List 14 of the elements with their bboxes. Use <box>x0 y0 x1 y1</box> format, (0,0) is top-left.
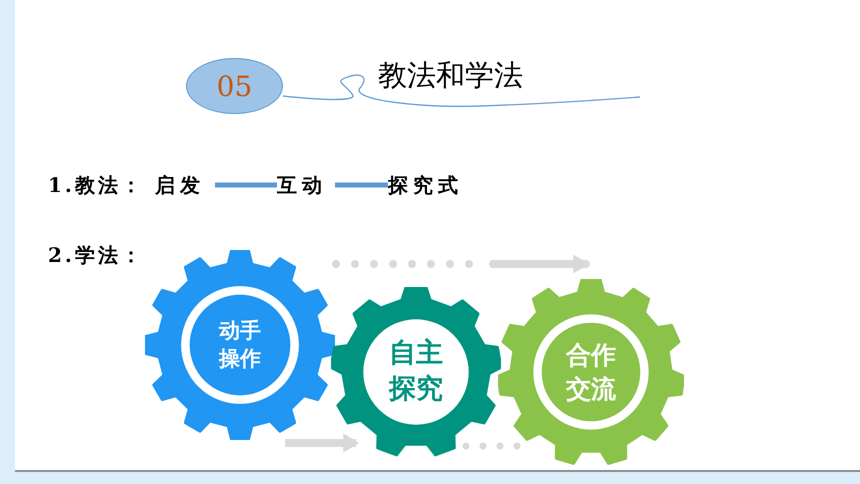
method-text: 启发 <box>155 170 215 200</box>
dotted-line <box>462 442 524 450</box>
gear: 合作交流 <box>498 279 684 465</box>
dotted-arrow <box>332 254 590 274</box>
label-text: 2.学法： <box>48 242 144 269</box>
dash-line <box>335 182 388 188</box>
gear: 动手操作 <box>145 250 335 440</box>
method-text: 探究式 <box>388 170 472 200</box>
arrow <box>285 433 360 453</box>
gear: 自主探究 <box>331 287 501 457</box>
method-text: 互动 <box>277 170 335 200</box>
title: 教法和学法 <box>378 57 523 94</box>
label-text: 1.教法： <box>48 172 144 199</box>
dash-line <box>215 182 277 188</box>
